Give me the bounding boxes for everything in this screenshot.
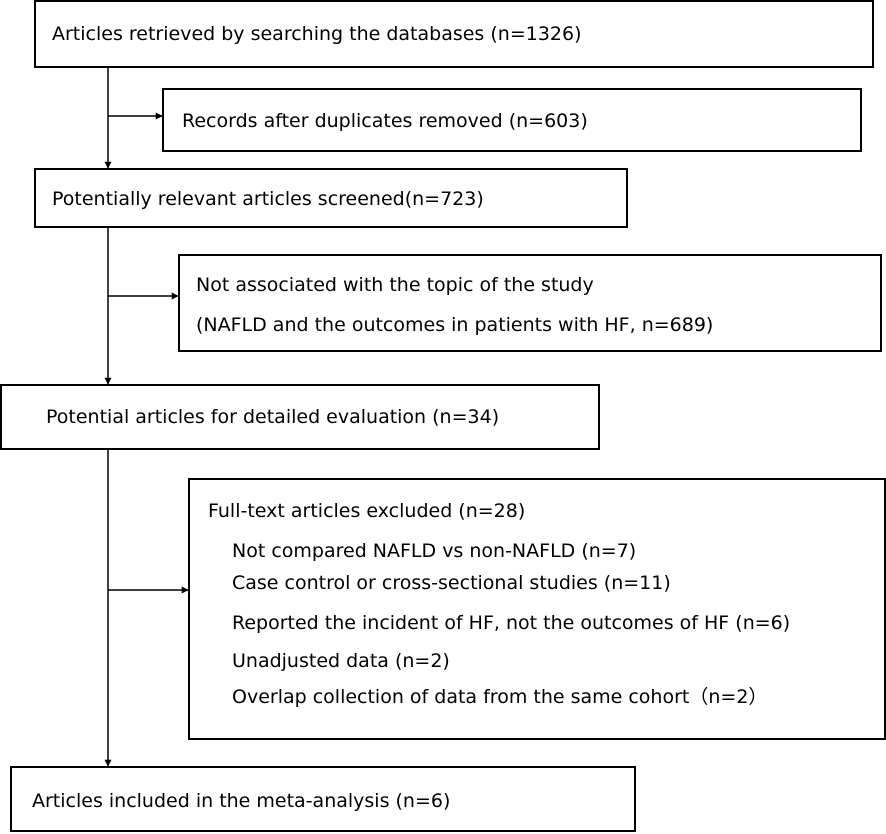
box-articles-included: Articles included in the meta-analysis (… xyxy=(10,766,636,832)
label-articles-retrieved: Articles retrieved by searching the data… xyxy=(52,23,582,45)
label-detailed-evaluation: Potential articles for detailed evaluati… xyxy=(46,406,500,428)
label-excluded-heading: Full-text articles excluded (n=28) xyxy=(208,500,526,522)
box-duplicates-removed: Records after duplicates removed (n=603) xyxy=(162,88,862,152)
label-excluded-reason: Not compared NAFLD vs non-NAFLD (n=7) xyxy=(232,540,637,562)
label-excluded-reason: Case control or cross-sectional studies … xyxy=(232,572,671,594)
label-excluded-reason: Overlap collection of data from the same… xyxy=(232,686,768,708)
label-not-associated-line1: Not associated with the topic of the stu… xyxy=(196,274,594,296)
label-articles-screened: Potentially relevant articles screened(n… xyxy=(52,188,484,210)
box-not-associated: Not associated with the topic of the stu… xyxy=(178,254,882,352)
box-articles-screened: Potentially relevant articles screened(n… xyxy=(34,168,628,228)
box-fulltext-excluded: Full-text articles excluded (n=28) Not c… xyxy=(188,478,886,740)
label-not-associated-line2: (NAFLD and the outcomes in patients with… xyxy=(196,314,714,336)
box-detailed-evaluation: Potential articles for detailed evaluati… xyxy=(0,384,600,450)
label-excluded-reason: Reported the incident of HF, not the out… xyxy=(232,612,791,634)
label-duplicates-removed: Records after duplicates removed (n=603) xyxy=(182,110,588,132)
label-articles-included: Articles included in the meta-analysis (… xyxy=(32,790,451,812)
box-articles-retrieved: Articles retrieved by searching the data… xyxy=(34,0,874,68)
label-excluded-reason: Unadjusted data (n=2) xyxy=(232,650,450,672)
